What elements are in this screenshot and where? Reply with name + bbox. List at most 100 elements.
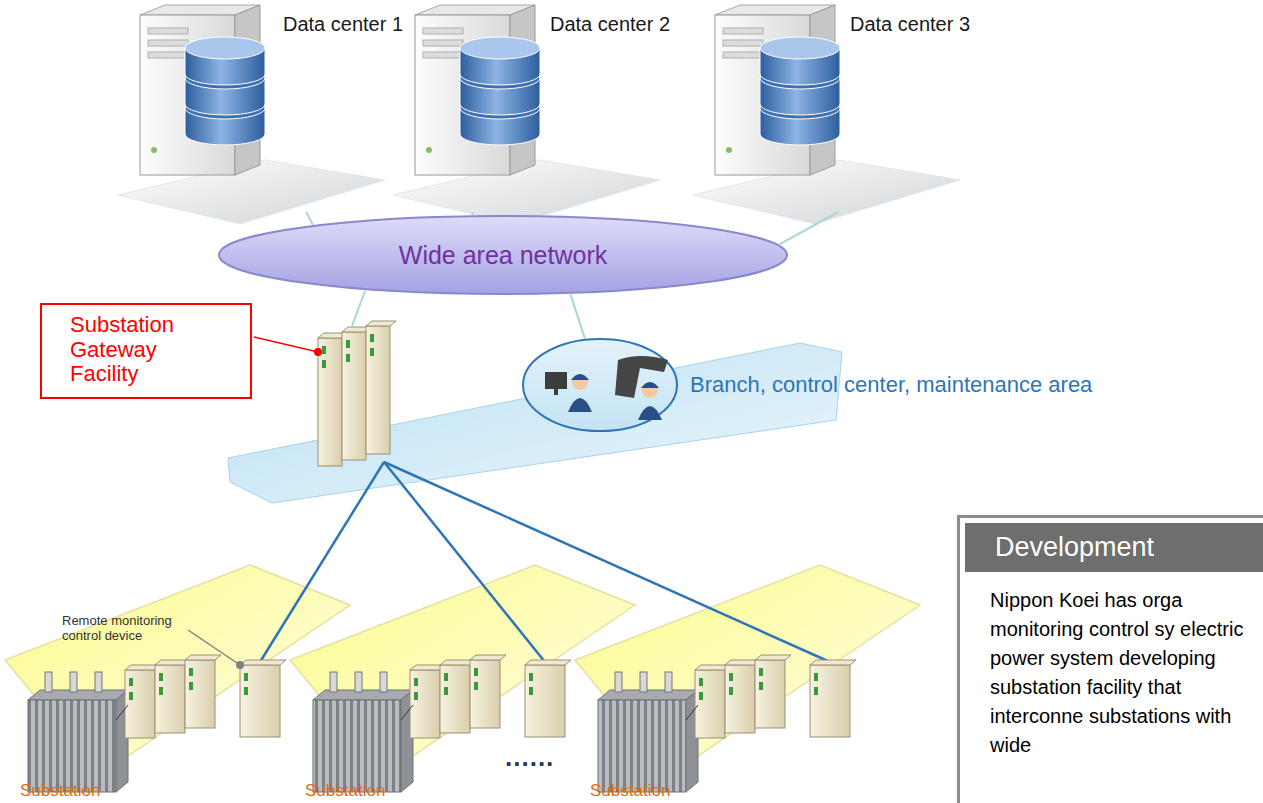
bushing (615, 672, 622, 692)
status-lamp (699, 678, 703, 686)
server-front (715, 15, 810, 175)
bushing (380, 672, 387, 692)
node-body-text: Nippon Koei has orga monitoring control … (990, 586, 1252, 760)
database-disc (460, 48, 540, 85)
transformer-lid (313, 690, 413, 700)
control-cabinet (410, 670, 440, 738)
substation-equipment (313, 655, 571, 792)
branch-ellipse-outline (522, 338, 678, 432)
person-head (572, 374, 588, 390)
connector-group (306, 212, 838, 339)
server-side (810, 5, 835, 175)
bushing (330, 672, 337, 692)
remote-device (525, 665, 565, 737)
database-disc (760, 78, 840, 115)
status-lamp (759, 682, 763, 690)
status-lamp (322, 360, 326, 368)
node-title: Wide area network (399, 240, 607, 270)
branch-ellipse (523, 339, 677, 431)
server-top (140, 5, 260, 15)
network-link (570, 294, 585, 339)
monitor (545, 372, 567, 389)
substation-platform: Substation (285, 555, 635, 800)
status-lamp (129, 692, 133, 700)
person-body (638, 406, 662, 420)
database-disc (185, 78, 265, 115)
leader-dot (314, 348, 322, 356)
status-lamp (474, 668, 478, 676)
control-cabinet (695, 670, 725, 738)
control-cabinet-top (470, 655, 506, 660)
server-top (715, 5, 835, 15)
info-panel: DevelopmentNippon Koei has orga monitori… (957, 515, 1263, 803)
wire (686, 705, 698, 720)
server-front (415, 15, 510, 175)
server-shelf (118, 160, 385, 224)
database-disc (185, 108, 265, 145)
status-lamp (346, 354, 350, 362)
status-lamp (244, 687, 248, 695)
control-cabinet-top (440, 660, 476, 665)
monitor-stand (554, 389, 558, 395)
control-cabinet (755, 660, 785, 728)
control-cabinet-top (125, 665, 161, 670)
drive-slot (148, 52, 188, 58)
database-disc (760, 48, 840, 85)
transformer-body (598, 700, 686, 792)
status-lamp (699, 692, 703, 700)
status-lamp (444, 687, 448, 695)
node-title: Substation Gateway Facility (70, 313, 188, 387)
control-cabinet-top (755, 655, 791, 660)
drive-slot (723, 52, 763, 58)
substation-platform-outline (570, 555, 920, 800)
network-ellipse (219, 216, 787, 294)
substation-platform: Substation (0, 555, 350, 800)
database-top (760, 97, 840, 119)
branch-ellipse: Branch, control center, maintenance area (522, 338, 678, 432)
person-head (642, 382, 658, 398)
substation-platform-outline (0, 555, 350, 800)
control-cabinet (470, 660, 500, 728)
drive-slot (148, 40, 188, 46)
control-cabinet-top (155, 660, 191, 665)
status-lamp (189, 668, 193, 676)
gateway-cabinet (318, 338, 342, 466)
status-lamp (814, 687, 818, 695)
status-lamp (729, 687, 733, 695)
control-cabinet-top (185, 655, 221, 660)
control-cabinet-top (695, 665, 731, 670)
network-ellipse: Wide area network (218, 215, 788, 295)
wire (401, 705, 413, 720)
leader-dot (236, 661, 244, 669)
status-lamp (759, 668, 763, 676)
database-top (185, 97, 265, 119)
person-body (568, 398, 592, 412)
network-link (471, 212, 474, 215)
gateway-cabinet-top (366, 321, 396, 326)
gateway-link (384, 462, 545, 662)
substation-equipment (28, 655, 286, 792)
status-lamp (414, 692, 418, 700)
status-lamp (529, 673, 533, 681)
gateway-cabinet-top (318, 333, 348, 338)
transformer-side (401, 690, 413, 792)
gateway-link (384, 462, 830, 662)
database-top (760, 37, 840, 59)
person-cap (571, 374, 589, 380)
database-disc (460, 78, 540, 115)
database-top (185, 67, 265, 89)
database-top (185, 37, 265, 59)
node-title: Substation (305, 781, 385, 801)
bushing (70, 672, 77, 692)
server-top (415, 5, 535, 15)
control-cabinet (440, 665, 470, 733)
status-lamp (414, 678, 418, 686)
node-title: Substation (590, 781, 670, 801)
person-cap (641, 382, 659, 388)
status-lamp (729, 673, 733, 681)
node-title: Data center 3 (850, 12, 970, 36)
server-side (510, 5, 535, 175)
gateway-cabinet-top (342, 327, 372, 332)
node-title: Data center 2 (550, 12, 670, 36)
status-lamp (159, 673, 163, 681)
